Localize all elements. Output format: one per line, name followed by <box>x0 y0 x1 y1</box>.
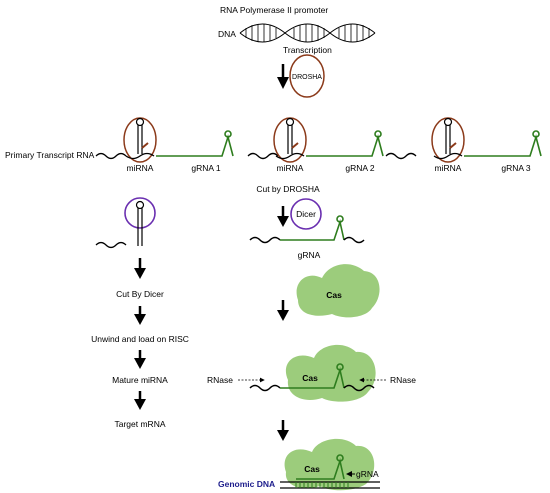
target-mrna-label: Target mRNA <box>114 419 165 429</box>
genomic-dna-label: Genomic DNA <box>218 479 275 489</box>
mirna-hairpin-1 <box>123 117 157 163</box>
cut-by-dicer-label: Cut By Dicer <box>116 289 164 299</box>
cas-3-label: Cas <box>304 464 320 474</box>
mirna-1-label: miRNA <box>127 163 154 173</box>
cas-bound-grna <box>249 363 375 392</box>
grna-label: gRNA <box>298 250 321 260</box>
promoter-label: RNA Polymerase II promoter <box>220 5 328 15</box>
cas-protein-1 <box>296 264 380 318</box>
dna-double-helix <box>239 23 376 43</box>
right-arrow-3 <box>277 420 289 441</box>
grna-bottom-label: gRNA <box>356 469 379 479</box>
cas-protein-3 <box>284 438 375 491</box>
released-grna <box>249 215 365 244</box>
grna-2-segment <box>306 130 384 157</box>
cleaved-rna-fragment <box>95 241 127 249</box>
cas-protein-2 <box>285 344 376 402</box>
left-arrow-3 <box>134 350 146 369</box>
left-arrow-1 <box>134 258 146 279</box>
left-arrow-2 <box>134 306 146 325</box>
dicer-bound-pre-mirna <box>124 197 156 246</box>
primary-transcript-rna <box>95 152 417 160</box>
mirna-hairpin-3 <box>431 117 465 163</box>
left-arrow-4 <box>134 391 146 410</box>
mirna-hairpin-2 <box>273 117 307 163</box>
right-arrow-1 <box>277 206 289 227</box>
dna-label: DNA <box>218 29 236 39</box>
cut-by-drosha-label: Cut by DROSHA <box>256 184 320 194</box>
target-bound-grna <box>296 454 345 480</box>
transcription-arrow <box>277 64 289 89</box>
rnase-left-label: RNase <box>207 375 233 385</box>
right-arrow-2 <box>277 300 289 321</box>
dicer-enzyme-shape <box>290 198 322 230</box>
transcription-label: Transcription <box>283 45 332 55</box>
grna-3-segment <box>464 130 542 157</box>
cas-1-label: Cas <box>326 290 342 300</box>
grna-2-label: gRNA 2 <box>345 163 375 173</box>
grna-3-label: gRNA 3 <box>501 163 531 173</box>
grna-1-segment <box>156 130 234 157</box>
dicer-enzyme-label: Dicer <box>296 209 316 219</box>
mirna-3-label: miRNA <box>435 163 462 173</box>
genomic-dna-strand <box>280 481 380 489</box>
primary-transcript-label: Primary Transcript RNA <box>5 150 95 160</box>
mature-mirna-label: Mature miRNA <box>112 375 168 385</box>
drosha-enzyme-label: DROSHA <box>292 74 322 81</box>
unwind-load-label: Unwind and load on RISC <box>91 334 189 344</box>
mirna-2-label: miRNA <box>277 163 304 173</box>
rnase-right-label: RNase <box>390 375 416 385</box>
drosha-enzyme-shape <box>289 54 325 98</box>
cas-2-label: Cas <box>302 373 318 383</box>
grna-1-label: gRNA 1 <box>191 163 221 173</box>
